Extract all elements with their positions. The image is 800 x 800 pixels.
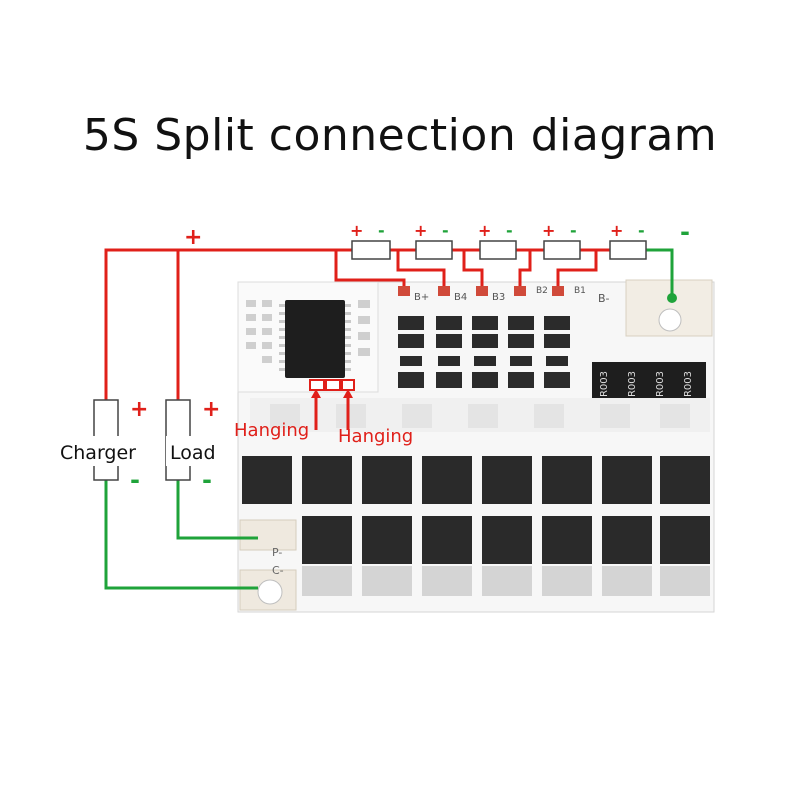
charger-minus: - (130, 466, 140, 494)
battery-end-minus: - (680, 218, 690, 246)
charger-plus: + (130, 397, 148, 422)
load-minus: - (202, 466, 212, 494)
battery-3-minus: - (506, 221, 513, 240)
pad-label-b-minus: B- (598, 292, 610, 305)
battery-5-plus: + (610, 221, 623, 240)
diagram-title: 5S Split connection diagram (82, 110, 718, 161)
terminal-p-minus: P- (272, 546, 282, 559)
pcb-board: R003 R003 R003 R003 (237, 279, 715, 613)
load-plus: + (202, 397, 220, 422)
mosfet-row-bottom (302, 516, 710, 564)
hanging-label-1: Hanging (234, 420, 309, 441)
battery-4-minus: - (570, 221, 577, 240)
battery-4-plus: + (542, 221, 555, 240)
battery-1-minus: - (378, 221, 385, 240)
resistor-code-2: R003 (627, 371, 638, 397)
pad-label-b3: B3 (492, 292, 505, 303)
resistor-code-1: R003 (599, 371, 610, 397)
hanging-label-2: Hanging (338, 426, 413, 447)
bms-ic-chip (285, 300, 345, 378)
pad-label-b1: B1 (574, 286, 586, 296)
pad-label-b-plus: B+ (414, 292, 429, 303)
battery-cells (351, 240, 647, 260)
battery-2-plus: + (414, 221, 427, 240)
hanging-pad-1 (309, 379, 325, 391)
ic-pins (279, 304, 351, 371)
hanging-pad-2 (325, 379, 341, 391)
resistor-code-4: R003 (683, 371, 694, 397)
battery-1-plus: + (350, 221, 363, 240)
battery-5-minus: - (638, 221, 645, 240)
battery-polarity-labels: + - + - + - + - + - - (350, 218, 690, 246)
pad-label-b2: B2 (536, 286, 548, 296)
balance-pads: B+ B4 B3 B2 B1 B- (398, 286, 610, 305)
mounting-hole-top (658, 308, 682, 332)
battery-3-plus: + (478, 221, 491, 240)
resistor-code-3: R003 (655, 371, 666, 397)
load-label: Load (170, 442, 216, 464)
terminal-c-minus: C- (272, 564, 284, 577)
pad-label-b4: B4 (454, 292, 467, 303)
negative-wires (104, 248, 674, 590)
p-minus-pad (239, 519, 297, 551)
left-pad-column (246, 300, 272, 363)
charger-label: Charger (60, 442, 136, 464)
positive-wires (104, 248, 610, 430)
battery-2-minus: - (442, 221, 449, 240)
mosfet-row-top (242, 456, 710, 504)
mounting-hole-bottom (257, 579, 283, 605)
balance-components (398, 316, 570, 388)
main-positive-label: + (184, 225, 202, 250)
